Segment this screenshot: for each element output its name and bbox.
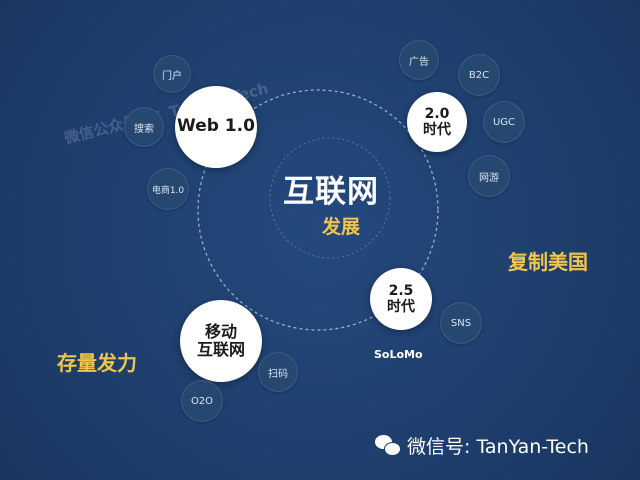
node-search: 搜索 [124,107,164,147]
footer: 微信号: TanYan-Tech [375,432,589,459]
node-sns: SNS [440,302,482,344]
tag-stock-power: 存量发力 [57,351,137,375]
center-title: 互联网 [283,174,379,210]
stage-web1: Web 1.0 [175,86,257,168]
node-b2c: B2C [458,54,500,96]
node-ecommerce: 电商1.0 [147,168,189,210]
stage-mobile-internet: 移动 互联网 [180,300,262,382]
tag-copy-us: 复制美国 [508,250,588,274]
caption-solomo: SoLoMo [374,348,423,361]
stage-era-2-0: 2.0 时代 [407,92,467,152]
center-subtitle: 发展 [322,216,361,238]
footer-text: 微信号: TanYan-Tech [407,436,589,458]
node-qr-scan: 扫码 [258,352,298,392]
node-o2o: O2O [181,380,223,422]
node-portal: 门户 [153,55,191,93]
stage-era-2-5: 2.5 时代 [370,268,432,330]
node-ads: 广告 [399,40,439,80]
node-online-games: 网游 [468,155,510,197]
wechat-icon [375,434,401,457]
node-ugc: UGC [483,101,525,143]
